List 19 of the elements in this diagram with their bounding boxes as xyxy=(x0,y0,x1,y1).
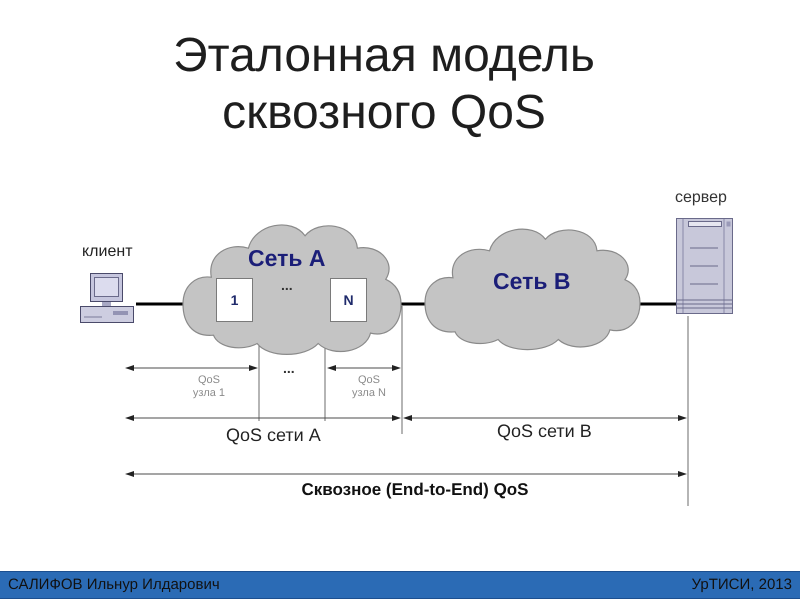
ellipsis: ... xyxy=(281,277,293,294)
connection-line xyxy=(640,302,676,306)
title: Эталонная модель сквозного QoS xyxy=(172,28,596,141)
ellipsis: ... xyxy=(283,360,295,376)
dimension-label: QoS сети B xyxy=(497,421,592,442)
author-name: САЛИФОВ Ильнур Илдарович xyxy=(8,576,220,594)
device-label: сервер xyxy=(675,189,727,208)
network-node-box: 1 xyxy=(216,278,253,322)
network-name: Сеть B xyxy=(493,268,571,294)
network-name: Сеть A xyxy=(248,245,326,272)
dimension-label: QoS узла 1 xyxy=(192,374,226,400)
connection-line xyxy=(401,302,425,306)
dimension-label: QoS узла N xyxy=(351,374,387,400)
institution-year: УрТИСИ, 2013 xyxy=(692,576,792,594)
dimension-label: Сквозное (End-to-End) QoS xyxy=(301,480,529,500)
network-node-box: N xyxy=(330,278,367,322)
dimension-label: QoS сети A xyxy=(226,425,321,446)
device-label: клиент xyxy=(82,243,133,262)
connection-line xyxy=(136,302,183,306)
